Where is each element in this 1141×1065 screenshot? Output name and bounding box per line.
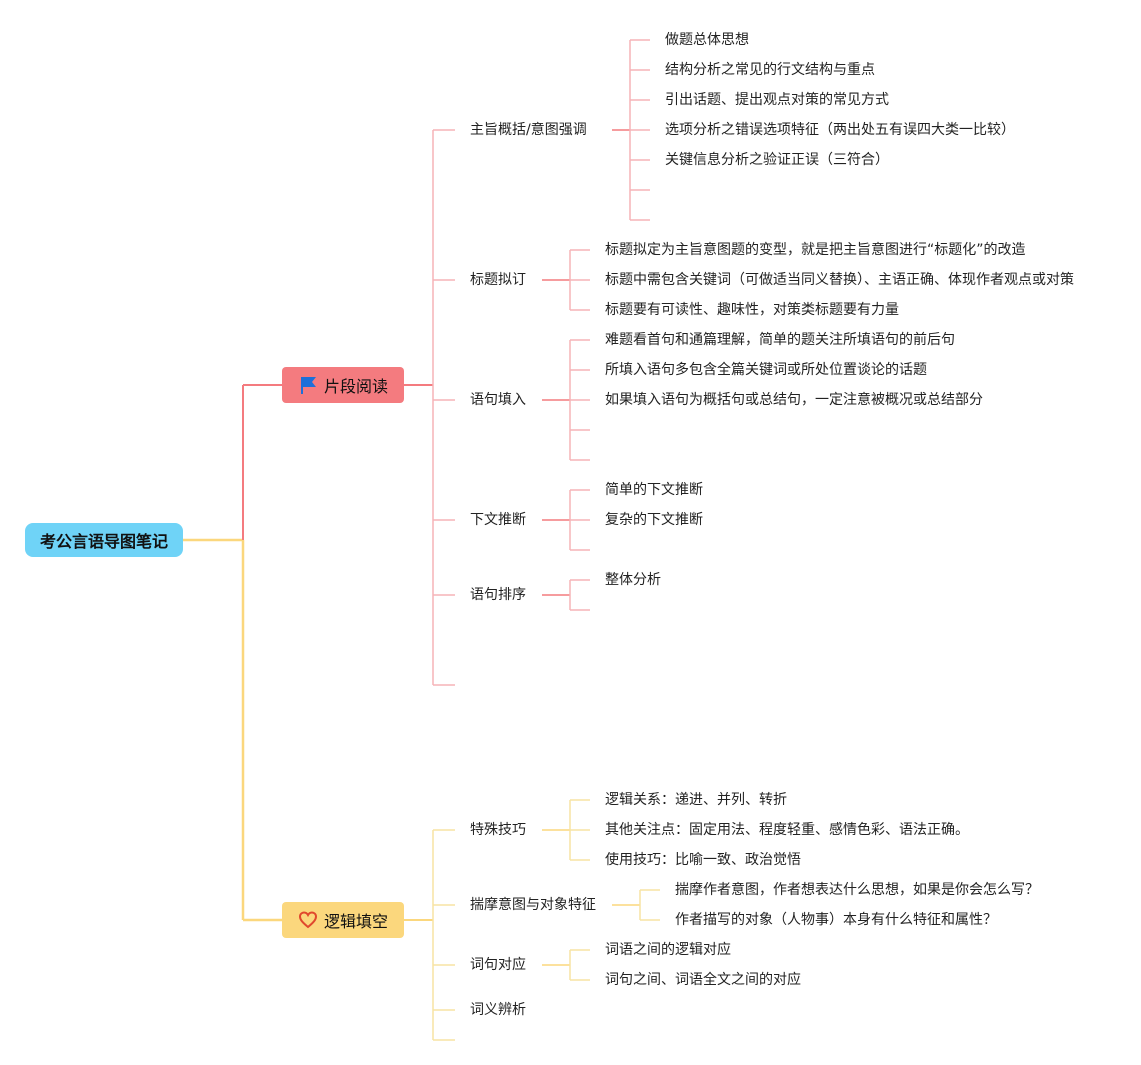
subtopic-node[interactable]: 词语之间的逻辑对应 [605,942,731,958]
subtopic-node[interactable]: 简单的下文推断 [605,482,703,498]
subtopic-node[interactable]: 做题总体思想 [665,32,749,48]
subtopic-node[interactable]: 标题要有可读性、趣味性，对策类标题要有力量 [605,302,899,318]
flag-icon [298,375,318,395]
subtopic-node[interactable]: 选项分析之错误选项特征（两出处五有误四大类一比较） [665,122,1015,138]
subtopic-node[interactable]: 关键信息分析之验证正误（三符合） [665,152,889,168]
subtopic-node[interactable]: 难题看首句和通篇理解，简单的题关注所填语句的前后句 [605,332,955,348]
heart-icon [298,910,318,930]
subtopic-node[interactable]: 引出话题、提出观点对策的常见方式 [665,92,889,108]
branch-label: 逻辑填空 [323,912,388,931]
topic-node[interactable]: 下文推断 [470,512,526,528]
topic-node[interactable]: 主旨概括/意图强调 [470,122,587,138]
branch-node-logic-fill[interactable]: 逻辑填空 [282,902,404,938]
branch-node-reading[interactable]: 片段阅读 [282,367,404,403]
subtopic-node[interactable]: 标题拟定为主旨意图题的变型，就是把主旨意图进行“标题化”的改造 [605,242,1026,258]
topic-node[interactable]: 词义辨析 [470,1002,526,1018]
subtopic-node[interactable]: 使用技巧：比喻一致、政治觉悟 [605,852,801,868]
subtopic-node[interactable]: 标题中需包含关键词（可做适当同义替换）、主语正确、体现作者观点或对策 [605,272,1074,288]
subtopic-node[interactable]: 词句之间、词语全文之间的对应 [605,972,801,988]
topic-node[interactable]: 词句对应 [470,957,526,973]
subtopic-node[interactable]: 作者描写的对象（人物事）本身有什么特征和属性？ [675,912,997,928]
topic-node[interactable]: 标题拟订 [470,272,526,288]
subtopic-node[interactable]: 结构分析之常见的行文结构与重点 [665,62,875,78]
root-label: 考公言语导图笔记 [39,532,168,551]
subtopic-node[interactable]: 揣摩作者意图，作者想表达什么思想，如果是你会怎么写？ [675,882,1039,898]
subtopic-node[interactable]: 如果填入语句为概括句或总结句，一定注意被概况或总结部分 [605,392,983,408]
subtopic-node[interactable]: 其他关注点：固定用法、程度轻重、感情色彩、语法正确。 [605,822,969,838]
topic-node[interactable]: 语句排序 [470,587,526,603]
subtopic-node[interactable]: 整体分析 [605,572,661,588]
subtopic-node[interactable]: 逻辑关系：递进、并列、转折 [605,792,787,808]
branch-label: 片段阅读 [323,377,388,396]
topic-node[interactable]: 语句填入 [470,392,526,408]
subtopic-node[interactable]: 所填入语句多包含全篇关键词或所处位置谈论的话题 [605,362,927,378]
topic-node[interactable]: 特殊技巧 [470,822,526,838]
subtopic-node[interactable]: 复杂的下文推断 [605,512,703,528]
topic-node[interactable]: 揣摩意图与对象特征 [470,897,596,913]
root-node[interactable]: 考公言语导图笔记 [25,523,183,557]
